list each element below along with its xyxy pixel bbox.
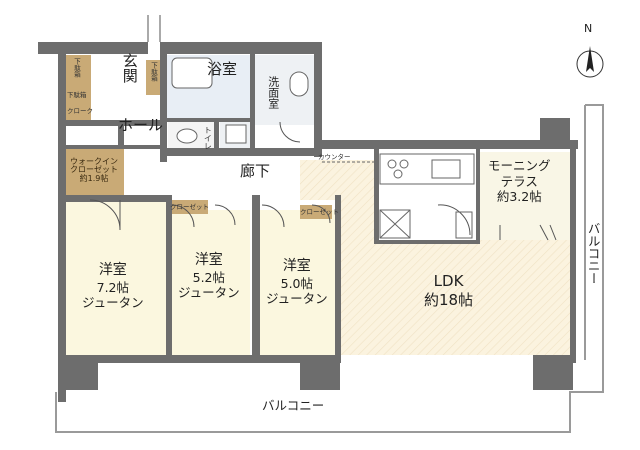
- kitchen-counter: [379, 153, 475, 185]
- closet-entry: クローク: [67, 107, 93, 115]
- yoshitsu-c-line-3: ジュータン: [266, 291, 328, 307]
- walkin-line-2: クローゼット: [70, 165, 118, 175]
- toilet-icon: [176, 128, 198, 144]
- closet-c: クローゼット: [300, 208, 339, 216]
- walkin-line-3: 約1.9帖: [79, 173, 109, 183]
- room-yoshitsu-a: 洋室 7.2帖 ジュータン: [82, 262, 144, 311]
- sink-icon: [225, 124, 247, 144]
- yoshitsu-a-line-2: 7.2帖: [96, 279, 130, 295]
- room-hall: ホール: [118, 116, 164, 134]
- yoshitsu-c-line-1: 洋室: [282, 258, 311, 274]
- room-walkin: ウォークイン クローゼット 約1.9帖: [70, 157, 118, 183]
- room-yokushitsu: 浴室: [207, 60, 238, 78]
- compass-label: N: [584, 22, 593, 35]
- counter-label: カウンター: [318, 153, 351, 161]
- yoshitsu-a-line-1: 洋室: [98, 262, 127, 278]
- room-morning-terrace: モーニング テラス 約3.2帖: [488, 158, 551, 205]
- getabako-2: 下駄箱: [67, 91, 87, 99]
- stove-icon: [387, 159, 397, 169]
- fixtures: [171, 57, 475, 239]
- ldk-line-2: 約18帖: [424, 290, 474, 309]
- doors: [89, 15, 557, 241]
- ldk-line-1: LDK: [433, 272, 464, 290]
- yoshitsu-c-line-2: 5.0帖: [280, 275, 314, 291]
- morning-terrace-line-3: 約3.2帖: [496, 189, 542, 205]
- room-rouka: 廊下: [240, 162, 271, 180]
- walls: [38, 42, 578, 402]
- walkin-line-1: ウォークイン: [70, 157, 118, 166]
- balcony-outline: [55, 104, 604, 433]
- getabako-3: 下駄箱: [149, 62, 158, 82]
- getabako-1: 下駄箱: [72, 58, 81, 78]
- room-genkan: 玄関: [120, 53, 139, 83]
- bathtub-icon: [171, 57, 213, 89]
- balcony-bottom-label: バルコニー: [262, 398, 325, 413]
- closet-a: クローゼット: [170, 203, 209, 211]
- room-senmenshitsu: 洗面室: [266, 76, 280, 109]
- room-toilet: トイレ: [203, 126, 213, 150]
- morning-terrace-line-2: テラス: [500, 173, 538, 189]
- compass-icon: [576, 46, 604, 78]
- yoshitsu-b-line-3: ジュータン: [178, 285, 240, 301]
- yoshitsu-a-line-3: ジュータン: [82, 295, 144, 311]
- washbasin-icon: [289, 71, 309, 97]
- balcony-right-label: バルコニー: [585, 222, 601, 285]
- yoshitsu-b-line-2: 5.2帖: [192, 269, 226, 285]
- room-yoshitsu-c: 洋室 5.0帖 ジュータン: [266, 258, 328, 307]
- room-yoshitsu-b: 洋室 5.2帖 ジュータン: [178, 252, 240, 301]
- room-ldk: LDK 約18帖: [424, 272, 473, 310]
- yoshitsu-b-line-1: 洋室: [194, 252, 223, 268]
- fridge-space: [379, 209, 411, 239]
- kitchen-sink-icon: [431, 159, 461, 179]
- morning-terrace-line-1: モーニング: [488, 158, 551, 173]
